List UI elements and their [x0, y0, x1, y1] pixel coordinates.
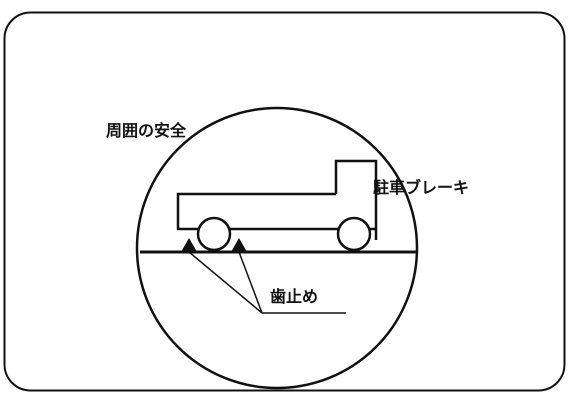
surroundings-safety-label: 周囲の安全: [106, 121, 187, 140]
wheel-chock-icon: [181, 238, 197, 252]
wheel-chock-icon: [231, 238, 247, 252]
front-wheel: [196, 216, 232, 252]
truck-icon: [176, 159, 378, 252]
wheel-chocks-label: 歯止め: [270, 287, 319, 306]
rear-wheel: [336, 216, 372, 252]
outer-frame: [3, 11, 566, 392]
chock-leader-lines: [188, 251, 346, 314]
truck-bed: [176, 192, 336, 231]
leader-line: [188, 251, 263, 314]
leader-line: [238, 251, 263, 314]
parking-brake-label: 駐車ブレーキ: [373, 178, 470, 197]
truck-cab: [334, 159, 378, 240]
inspection-circle: [135, 106, 419, 390]
